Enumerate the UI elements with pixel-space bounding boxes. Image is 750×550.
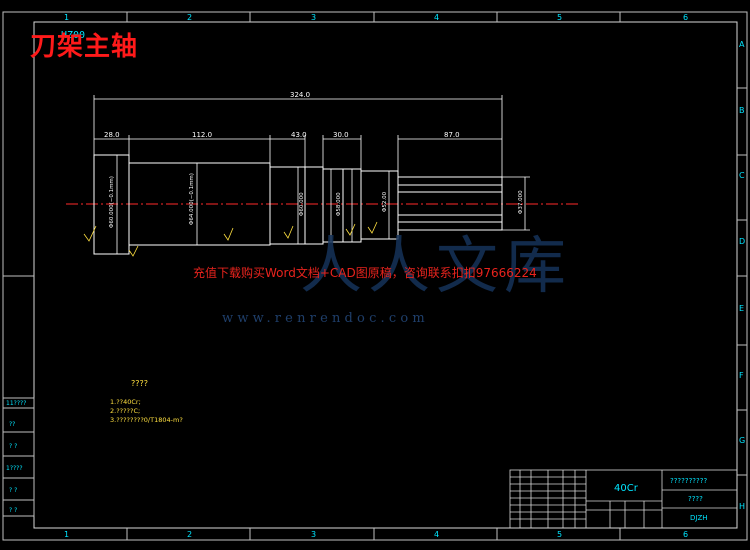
row-label: E bbox=[739, 304, 744, 313]
title-block-code: DJZH bbox=[690, 514, 708, 522]
dimension-dia1: Φ60.000(−0.1mm) bbox=[109, 176, 115, 228]
col-label-top: 6 bbox=[683, 13, 688, 22]
left-table-cell: 11???? bbox=[6, 400, 26, 407]
col-label-bottom: 2 bbox=[187, 530, 192, 539]
dimension-dia3: Φ60.000 bbox=[299, 192, 305, 216]
col-label-bottom: 1 bbox=[64, 530, 69, 539]
left-table-cell: ? ? bbox=[9, 443, 17, 450]
dimension-dia2: Φ64.000(−0.1mm) bbox=[189, 173, 195, 225]
row-label: H bbox=[739, 502, 745, 511]
row-label: A bbox=[739, 40, 745, 49]
col-label-top: 2 bbox=[187, 13, 192, 22]
row-label: F bbox=[739, 371, 744, 380]
row-label: G bbox=[739, 436, 745, 445]
dimension-lines bbox=[93, 95, 530, 254]
row-label: D bbox=[739, 237, 745, 246]
col-label-top: 3 bbox=[311, 13, 316, 22]
col-label-bottom: 5 bbox=[557, 530, 562, 539]
row-label: B bbox=[739, 106, 745, 115]
dimension-seg-right: 87.0 bbox=[444, 131, 460, 139]
title-block-drawing-name: ???? bbox=[688, 495, 703, 503]
row-label: C bbox=[739, 171, 745, 180]
drawing-code-tag: HZ00 bbox=[61, 30, 85, 41]
tech-req-title: ???? bbox=[131, 379, 148, 388]
col-label-top: 1 bbox=[64, 13, 69, 22]
left-table-cell: ? ? bbox=[9, 487, 17, 494]
shaft-outline bbox=[93, 154, 503, 255]
left-strip bbox=[2, 275, 35, 517]
tech-req-line: 1.??40Cr; bbox=[110, 398, 141, 406]
watermark-url: www.renrendoc.com bbox=[222, 311, 429, 326]
col-label-bottom: 3 bbox=[311, 530, 316, 539]
tech-req-line: 2.?????C; bbox=[110, 407, 140, 415]
left-table-cell: 1???? bbox=[6, 465, 23, 472]
col-label-top: 4 bbox=[434, 13, 439, 22]
col-label-bottom: 6 bbox=[683, 530, 688, 539]
row-ruler-right bbox=[737, 87, 747, 476]
dimension-dia4: Φ58.000 bbox=[336, 192, 342, 216]
col-label-bottom: 4 bbox=[434, 530, 439, 539]
dimension-dia6: Φ37.000 bbox=[518, 190, 524, 214]
watermark-brand: 人人文库 bbox=[300, 229, 573, 302]
title-block-company: ?????????? bbox=[670, 477, 707, 485]
dimension-seg2: 112.0 bbox=[192, 131, 212, 139]
column-ruler-top bbox=[126, 12, 621, 22]
title-block bbox=[509, 469, 738, 529]
dimension-dia5: Φ52.00 bbox=[382, 191, 388, 212]
dimension-seg4: 30.0 bbox=[333, 131, 349, 139]
col-label-top: 5 bbox=[557, 13, 562, 22]
column-ruler-bottom bbox=[126, 528, 621, 540]
drawing-title: 刀架主轴 bbox=[30, 32, 139, 62]
inner-frame bbox=[33, 21, 738, 529]
watermark-text: 充值下载购买Word文档+CAD图原稿，咨询联系扣扣97666224 bbox=[193, 266, 537, 280]
title-block-material: 40Cr bbox=[614, 483, 639, 494]
roughness-marks bbox=[83, 221, 378, 257]
left-table-cell: ? ? bbox=[9, 507, 17, 514]
tech-req-line: 3.????????0/T1804-m? bbox=[110, 416, 183, 424]
dimension-seg3: 43.0 bbox=[291, 131, 307, 139]
dimension-seg1: 28.0 bbox=[104, 131, 120, 139]
dimension-overall: 324.0 bbox=[290, 91, 310, 99]
left-table-cell: ?? bbox=[9, 421, 15, 428]
